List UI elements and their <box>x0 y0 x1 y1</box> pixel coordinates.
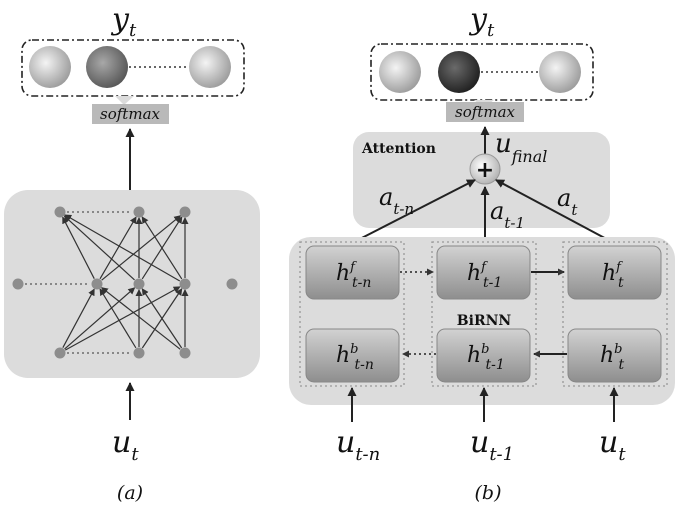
forward-cell-t-1 <box>436 245 531 300</box>
attention-arrow-t-n <box>351 179 476 244</box>
output-node-highlight <box>86 46 128 88</box>
output-node-light <box>379 51 421 93</box>
network-connections <box>62 214 189 351</box>
birnn-label: BiRNN <box>457 313 512 329</box>
hidden-connection <box>64 286 181 351</box>
top-layer-node <box>54 206 66 218</box>
weight-label-t: at <box>557 184 578 219</box>
plus-icon: + <box>476 158 494 183</box>
input-layer-node <box>179 347 191 359</box>
weight-label-t-1: at-1 <box>490 197 525 232</box>
backward-cell-t <box>567 328 662 383</box>
output-label-a: yt <box>110 2 137 41</box>
hidden-layer-node <box>179 278 191 290</box>
network-nodes <box>12 206 238 359</box>
output-node-light <box>539 51 581 93</box>
forward-cell-t-n <box>305 245 400 300</box>
hidden-layer-node <box>133 278 145 290</box>
softmax-label-b: softmax <box>455 103 515 121</box>
top-layer-node <box>179 206 191 218</box>
forward-cell-t <box>567 245 662 300</box>
timestep-frame-t <box>562 241 668 387</box>
input-layer-node <box>133 347 145 359</box>
attention-label: Attention <box>361 141 436 157</box>
output-connection <box>99 216 137 280</box>
softmax-label-bg <box>446 102 524 122</box>
softmax-label-bg <box>92 104 169 124</box>
output-connection <box>62 216 95 279</box>
backward-cell-t-n <box>305 328 400 383</box>
panel-a: yt softmax ut (a) <box>4 2 260 504</box>
timestep-frame-t-n <box>299 241 405 387</box>
output-node-highlight <box>438 51 480 93</box>
softmax-notch <box>115 96 134 105</box>
output-node-light <box>29 46 71 88</box>
output-connection <box>63 215 135 281</box>
hidden-connection <box>62 288 95 348</box>
hidden-connection <box>64 287 136 350</box>
output-label-b: yt <box>468 2 495 41</box>
sum-node <box>469 153 501 185</box>
u-final-label: ufinal <box>495 129 547 166</box>
hidden-connection <box>100 287 181 350</box>
softmax-label-a: softmax <box>100 105 160 123</box>
hidden-connection <box>141 288 183 349</box>
hidden-connection <box>99 288 137 349</box>
timestep-frame-t-1 <box>431 241 537 387</box>
input-label-t-1: ut-1 <box>470 425 514 465</box>
input-layer-node <box>54 347 66 359</box>
output-node-light <box>189 46 231 88</box>
input-label-a: ut <box>112 425 139 465</box>
feedforward-network-box <box>4 190 260 378</box>
attention-arrow-t <box>495 179 615 244</box>
caption-b: (b) <box>475 482 502 504</box>
weight-label-t-n: at-n <box>379 183 414 218</box>
input-label-t: ut <box>599 425 626 465</box>
panel-b: yt softmax Attention + ufinal at-n at-1 … <box>289 2 675 504</box>
output-connection <box>101 215 182 281</box>
output-connection <box>64 214 181 282</box>
caption-a: (a) <box>117 482 143 504</box>
output-connection <box>141 216 183 280</box>
top-layer-node <box>133 206 145 218</box>
hidden-layer-node <box>91 278 103 290</box>
input-label-t-n: ut-n <box>336 425 380 465</box>
hidden-layer-node <box>226 278 238 290</box>
hidden-layer-node <box>12 278 24 290</box>
backward-cell-t-1 <box>436 328 531 383</box>
